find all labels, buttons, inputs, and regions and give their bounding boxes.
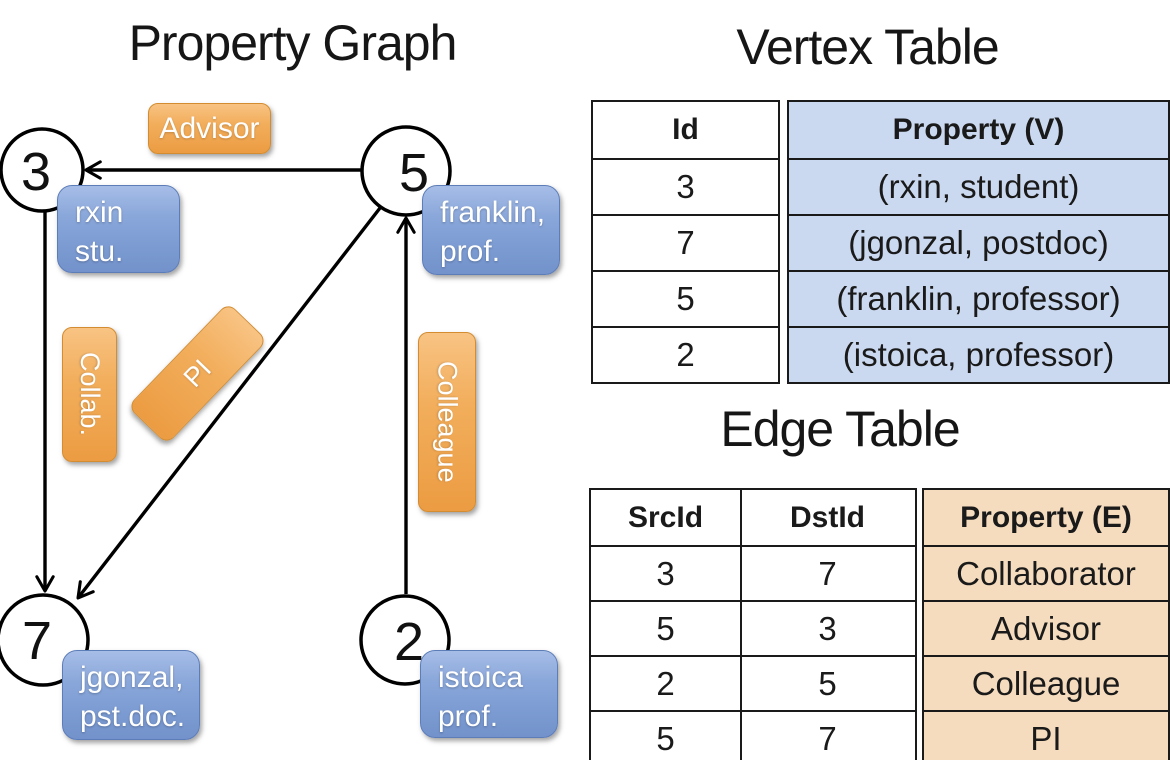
table-row: 5 (593, 270, 778, 326)
edge-table-srcid-header: SrcId (627, 500, 704, 534)
node-2-id: 2 (394, 612, 424, 672)
property-graph-title: Property Graph (128, 15, 458, 71)
node-7-property-box: jgonzal, pst.doc. (62, 650, 200, 740)
edge-property-cell: Advisor (990, 609, 1102, 647)
vertex-table: Id 3 7 5 2 Property (V) (rxin, student) … (591, 100, 1170, 384)
edge-pi-arrow (76, 206, 382, 600)
vertex-property-cell: (franklin, professor) (836, 280, 1121, 317)
node-7-property-line1: jgonzal, (80, 661, 184, 694)
edge-src-cell: 3 (656, 554, 675, 592)
node-3-property-line1: rxin (75, 196, 124, 229)
table-row: 3 (593, 158, 778, 214)
node-5-property-box: franklin, prof. (422, 185, 560, 275)
node-7-property-line2: pst.doc. (80, 700, 186, 733)
node-3-property-box: rxin stu. (57, 185, 180, 273)
edge-dst-cell: 7 (740, 712, 913, 760)
edge-property-cell: Colleague (971, 664, 1121, 702)
table-row: 7 (593, 214, 778, 270)
edge-table-dstid-header: DstId (740, 490, 913, 545)
node-2-property-line2: prof. (438, 700, 499, 733)
vertex-id-cell: 3 (676, 168, 695, 205)
edge-property-cell: Collaborator (956, 554, 1136, 592)
table-row: (jgonzal, postdoc) (789, 214, 1168, 270)
edge-src-cell: 5 (656, 719, 675, 757)
table-row: Colleague (924, 655, 1168, 710)
edge-table: SrcId DstId 3 7 5 3 2 5 5 7 Property (E)… (589, 488, 1170, 760)
edge-dst-cell: 5 (740, 657, 913, 710)
table-row: 2 5 (591, 655, 915, 710)
table-row: 2 (593, 326, 778, 382)
edge-src-cell: 5 (656, 609, 675, 647)
table-row: 5 7 (591, 710, 915, 760)
node-7-id: 7 (22, 611, 52, 671)
node-2-property-line1: istoica (438, 661, 524, 694)
edge-label-collaborator-text: Collab. (75, 352, 105, 437)
vertex-table-id-header: Id (672, 113, 699, 146)
vertex-id-cell: 5 (676, 280, 695, 317)
table-row: 5 3 (591, 600, 915, 655)
edge-label-advisor-text: Advisor (159, 111, 260, 145)
edge-src-cell: 2 (656, 664, 675, 702)
node-5-property-line1: franklin, (440, 196, 546, 229)
vertex-property-cell: (jgonzal, postdoc) (848, 224, 1109, 261)
table-row: (franklin, professor) (789, 270, 1168, 326)
vertex-table-title: Vertex Table (736, 19, 999, 75)
node-3-property-line2: stu. (75, 235, 124, 268)
edge-label-colleague: Colleague (418, 332, 476, 512)
edge-table-property-column: Property (E) Collaborator Advisor Collea… (922, 488, 1170, 760)
edge-table-title: Edge Table (720, 401, 960, 457)
edge-property-cell: PI (1030, 719, 1062, 757)
edge-label-collaborator: Collab. (62, 327, 117, 462)
table-row: Collaborator (924, 545, 1168, 600)
vertex-table-property-header: Property (V) (892, 113, 1065, 146)
edge-dst-cell: 7 (740, 547, 913, 600)
edge-label-colleague-text: Colleague (432, 361, 463, 483)
edge-label-pi-text: PI (177, 353, 217, 393)
table-row: (istoica, professor) (789, 326, 1168, 382)
table-row: Advisor (924, 600, 1168, 655)
edge-dst-cell: 3 (740, 602, 913, 655)
node-5-property-line2: prof. (440, 235, 501, 268)
vertex-property-cell: (rxin, student) (877, 168, 1080, 205)
table-row: 3 7 (591, 545, 915, 600)
vertex-id-cell: 2 (676, 336, 695, 373)
node-3-id: 3 (21, 142, 51, 202)
edge-table-src-dst-columns: SrcId DstId 3 7 5 3 2 5 5 7 (589, 488, 917, 760)
vertex-id-cell: 7 (676, 224, 695, 261)
vertex-property-cell: (istoica, professor) (842, 336, 1115, 373)
table-row: (rxin, student) (789, 158, 1168, 214)
table-row: PI (924, 710, 1168, 760)
edge-label-advisor: Advisor (148, 103, 271, 154)
node-2-property-box: istoica prof. (420, 650, 558, 738)
edge-table-property-header: Property (E) (960, 500, 1132, 534)
vertex-table-property-column: Property (V) (rxin, student) (jgonzal, p… (787, 100, 1170, 384)
vertex-table-id-column: Id 3 7 5 2 (591, 100, 780, 384)
